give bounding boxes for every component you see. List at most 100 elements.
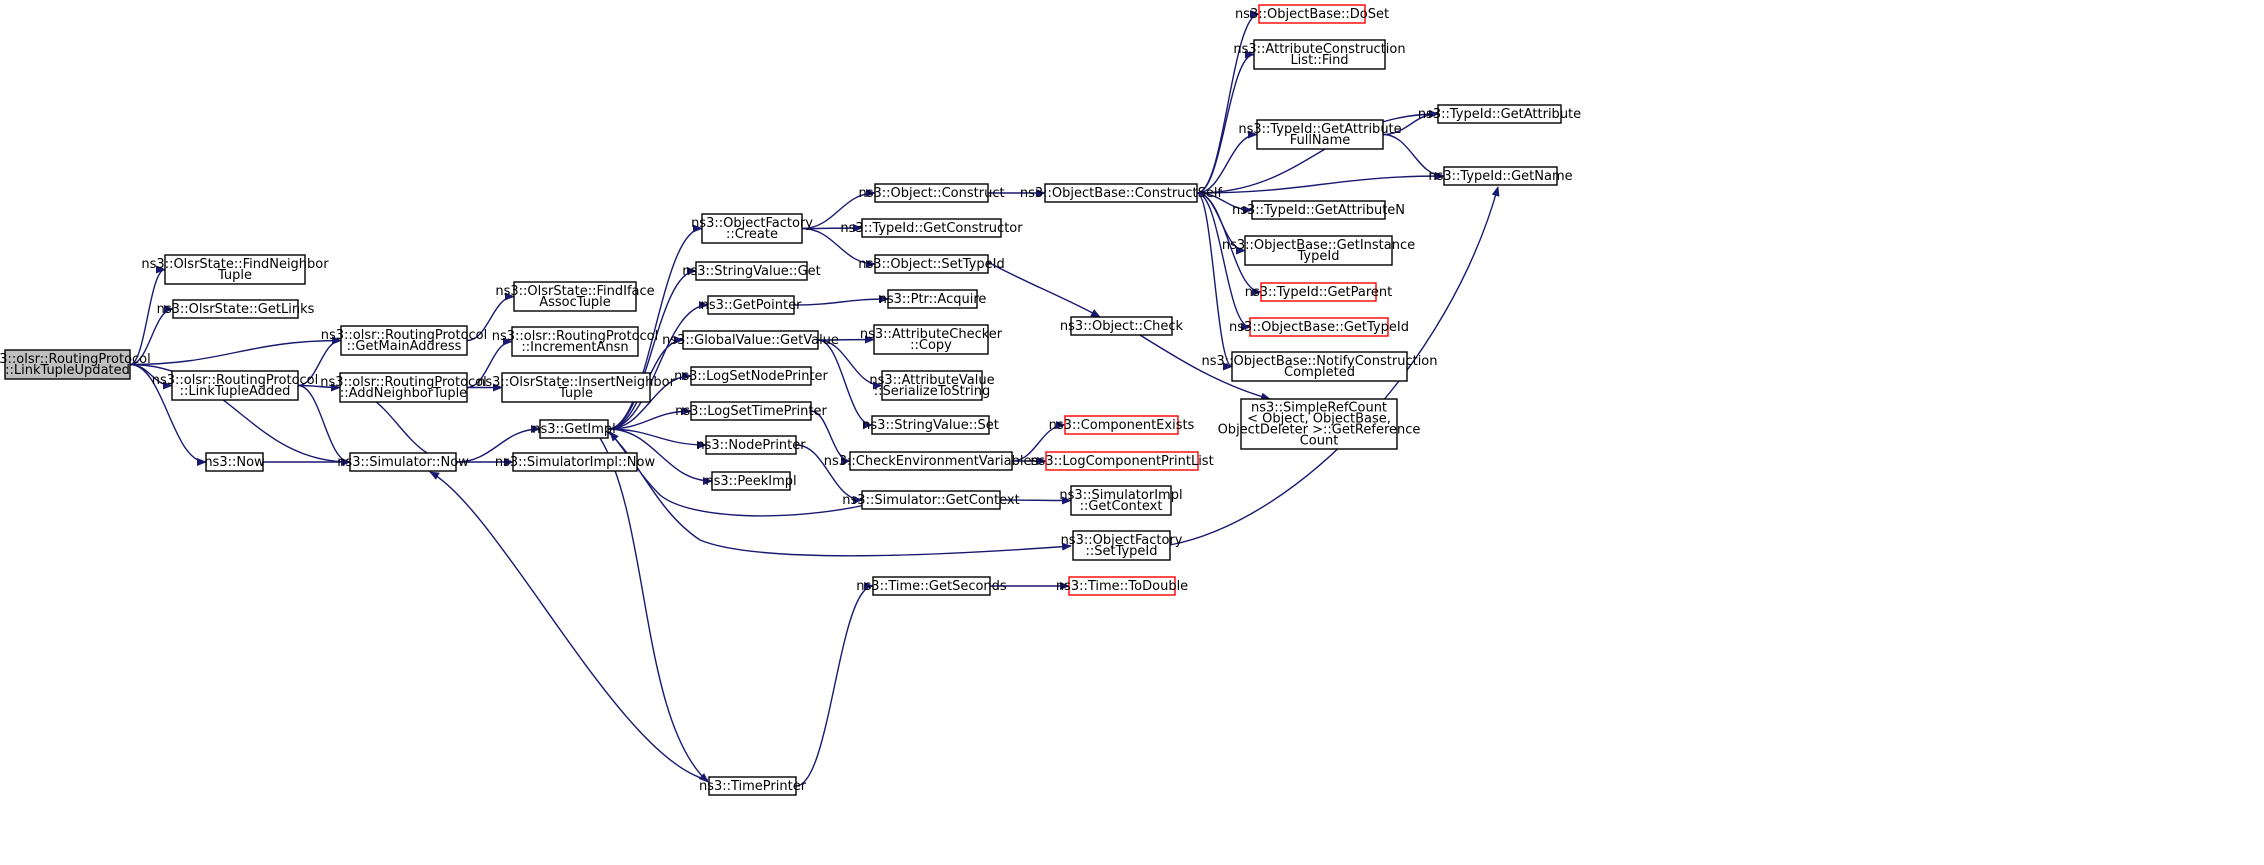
edge-linkTupleAdded-to-getMainAddress [297, 336, 342, 387]
node-box [1064, 415, 1179, 435]
node-objectBaseGetTypeId[interactable]: ns3::ObjectBase::GetTypeId [1229, 317, 1409, 337]
node-logSetTimePrinter[interactable]: ns3::LogSetTimePrinter [675, 401, 827, 421]
node-simulatorGetContext[interactable]: ns3::Simulator::GetContext [842, 490, 1020, 510]
edge-getMainAddress-to-findIfaceAssocTuple [466, 292, 515, 342]
node-box [871, 415, 990, 435]
node-typeIdGetName[interactable]: ns3::TypeId::GetName [1428, 166, 1573, 186]
node-checkEnvironmentVariables[interactable]: ns3::CheckEnvironmentVariables [824, 451, 1039, 471]
node-objectBaseDoSet[interactable]: ns3::ObjectBase::DoSet [1235, 4, 1389, 24]
edge-objectBaseConstructSelf-to-objectBaseGetTypeId [1196, 192, 1251, 331]
node-incrementAnsn[interactable]: ns3::olsr::RoutingProtocol::IncrementAns… [492, 326, 659, 357]
node-simulatorImplGetContext[interactable]: ns3::SimulatorImpl::GetContext [1059, 485, 1183, 516]
node-label: ::SerializeToString [874, 384, 990, 399]
edge-globalValueGetValue-to-attributeValueSerialize [817, 339, 883, 390]
node-box [511, 326, 639, 357]
edge-getPointer-to-ptrAcquire [793, 295, 889, 306]
node-objectConstruct[interactable]: ns3::Object::Construct [858, 183, 1005, 203]
node-label: Completed [1284, 365, 1355, 380]
node-simulatorNow[interactable]: ns3::Simulator::Now [337, 452, 469, 472]
node-objectCheck[interactable]: ns3::Object::Check [1060, 316, 1184, 336]
node-root[interactable]: ns3::olsr::RoutingProtocol::LinkTupleUpd… [0, 349, 151, 380]
node-addNeighborTuple[interactable]: ns3::olsr::RoutingProtocol::AddNeighborT… [320, 372, 487, 403]
node-box [1070, 485, 1172, 516]
edge-globalValueGetValue-to-stringValueSet [817, 339, 873, 429]
node-label: ::Copy [910, 338, 952, 353]
node-timeGetSeconds[interactable]: ns3::Time::GetSeconds [856, 576, 1007, 596]
node-label: ::AddNeighborTuple [340, 386, 467, 401]
edge-objectBaseConstructSelf-to-typeIdGetName [1196, 172, 1445, 194]
node-objectSetTypeId[interactable]: ns3::Object::SetTypeId [858, 254, 1005, 274]
node-box [1443, 166, 1558, 186]
edge-objectBaseConstructSelf-to-objectBaseDoSet [1196, 10, 1260, 194]
edge-objectFactoryCreate-to-objectConstruct [801, 189, 876, 230]
node-box [4, 349, 131, 380]
node-box [205, 452, 264, 472]
node-objectFactoryCreate[interactable]: ns3::ObjectFactory::Create [691, 213, 813, 244]
node-attributeCheckerCopy[interactable]: ns3::AttributeChecker::Copy [860, 324, 1003, 355]
node-typeIdGetConstructor[interactable]: ns3::TypeId::GetConstructor [840, 218, 1023, 238]
node-nodePrinter[interactable]: ns3::NodePrinter [696, 435, 806, 455]
node-now[interactable]: ns3::Now [204, 452, 265, 472]
node-getImpl[interactable]: ns3::GetImpl [532, 419, 616, 439]
node-typeIdGetParent[interactable]: ns3::TypeId::GetParent [1245, 282, 1393, 302]
node-ptrAcquire[interactable]: ns3::Ptr::Acquire [879, 289, 987, 309]
edge-getImpl-to-getPointer [607, 301, 709, 430]
node-box [861, 218, 1002, 238]
call-edges [129, 10, 1500, 787]
edge-checkEnvironmentVariables-to-componentExists [1011, 421, 1066, 462]
edge-objectSetTypeId-to-objectCheck [987, 261, 1101, 318]
node-box [1045, 451, 1199, 471]
node-box [1258, 4, 1366, 24]
node-getMainAddress[interactable]: ns3::olsr::RoutingProtocol::GetMainAddre… [321, 325, 488, 356]
edge-logSetTimePrinter-to-checkEnvironmentVariables [810, 410, 851, 465]
node-label: ns3::Object::SetTypeId [858, 257, 1004, 272]
node-label: ns3::OlsrState::GetLinks [157, 302, 315, 317]
node-objectBaseConstructSelf[interactable]: ns3::ObjectBase::ConstructSelf [1020, 183, 1223, 203]
node-label: ns3::olsr::RoutingProtocol [492, 329, 659, 344]
node-timePrinter[interactable]: ns3::TimePrinter [699, 776, 807, 796]
node-label: ns3::Time::ToDouble [1056, 579, 1188, 594]
node-label: ns3::OlsrState::InsertNeighbor [477, 375, 675, 390]
node-box [171, 370, 299, 401]
node-label: ns3::olsr::RoutingProtocol [0, 352, 151, 367]
node-attributeValueSerialize[interactable]: ns3::AttributeValue::SerializeToString [869, 370, 995, 401]
node-logSetNodePrinter[interactable]: ns3::LogSetNodePrinter [674, 366, 829, 386]
node-box [340, 325, 468, 356]
node-linkTupleAdded[interactable]: ns3::olsr::RoutingProtocol::LinkTupleAdd… [152, 370, 319, 401]
node-getPointer[interactable]: ns3::GetPointer [701, 295, 802, 315]
node-typeIdGetAttributeN[interactable]: ns3::TypeId::GetAttributeN [1232, 200, 1405, 220]
node-box [539, 419, 609, 439]
node-label: ::Create [726, 227, 778, 242]
node-box [873, 324, 989, 355]
node-label: ns3::Simulator::Now [337, 455, 469, 470]
edge-objectBaseConstructSelf-to-objectBaseNotifyConstructionCompleted [1196, 192, 1233, 371]
node-box [501, 372, 651, 403]
edge-timePrinter-to-simulatorNow [429, 471, 709, 781]
node-peekImpl[interactable]: ns3::PeekImpl [705, 471, 797, 491]
node-typeIdGetAttribute[interactable]: ns3::TypeId::GetAttribute [1418, 104, 1581, 124]
node-label: ns3::Time::GetSeconds [856, 579, 1007, 594]
node-objectFactorySetTypeId[interactable]: ns3::ObjectFactory::SetTypeId [1061, 530, 1183, 561]
node-simulatorImplNow[interactable]: ns3::SimulatorImpl::Now [495, 452, 656, 472]
node-stringValueGet[interactable]: ns3::StringValue::Get [682, 261, 821, 281]
node-label: ns3::TypeId::GetAttribute [1418, 107, 1581, 122]
node-getLinks[interactable]: ns3::OlsrState::GetLinks [157, 299, 315, 319]
node-box [513, 281, 637, 312]
node-label: ::GetContext [1080, 499, 1163, 514]
node-globalValueGetValue[interactable]: ns3::GlobalValue::GetValue [662, 330, 839, 350]
node-stringValueSet[interactable]: ns3::StringValue::Set [862, 415, 999, 435]
node-objectBaseNotifyConstructionCompleted[interactable]: ns3::ObjectBase::NotifyConstructionCompl… [1202, 351, 1438, 382]
node-componentExists[interactable]: ns3::ComponentExists [1049, 415, 1195, 435]
node-timeToDouble[interactable]: ns3::Time::ToDouble [1056, 576, 1188, 596]
edge-root-to-simulatorNow [129, 363, 351, 466]
node-box [339, 372, 468, 403]
node-logComponentPrintList[interactable]: ns3::LogComponentPrintList [1030, 451, 1214, 471]
node-simpleRefCountGetReferenceCount[interactable]: ns3::SimpleRefCount< Object, ObjectBase,… [1218, 398, 1421, 450]
node-label: ns3::CheckEnvironmentVariables [824, 454, 1039, 469]
